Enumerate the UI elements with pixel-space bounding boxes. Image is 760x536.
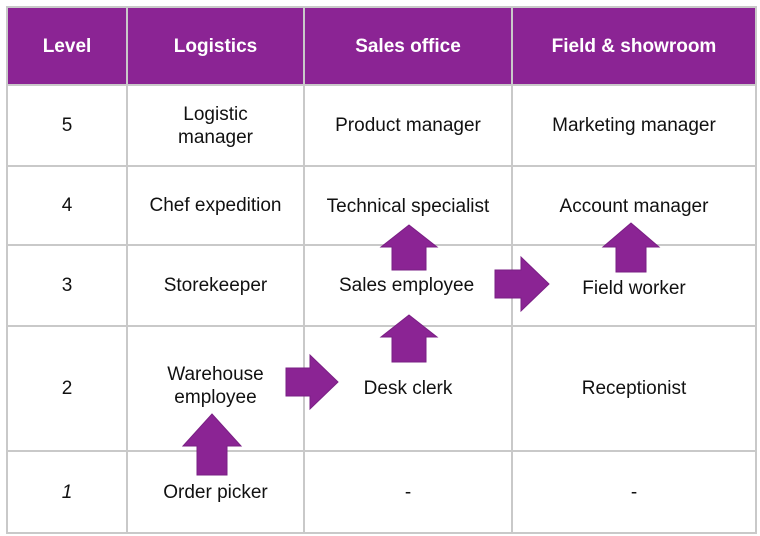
field-showroom-cell: Receptionist xyxy=(511,325,757,452)
table-row: 2 Warehouse employee Desk clerk Receptio… xyxy=(6,325,757,452)
field-showroom-cell: Field worker xyxy=(511,244,757,327)
logistics-cell: Logistic manager xyxy=(126,84,305,167)
header-level: Level xyxy=(6,6,128,86)
field-showroom-cell: Marketing manager xyxy=(511,84,757,167)
logistics-cell: Order picker xyxy=(126,450,305,534)
sales-office-cell: Sales employee xyxy=(303,244,513,327)
level-cell: 1 xyxy=(6,450,128,534)
level-cell: 4 xyxy=(6,165,128,246)
career-table: Level Logistics Sales office Field & sho… xyxy=(6,6,757,534)
level-cell: 3 xyxy=(6,244,128,327)
header-logistics: Logistics xyxy=(126,6,305,86)
level-cell: 5 xyxy=(6,84,128,167)
table-row: 4 Chef expedition Technical specialist A… xyxy=(6,165,757,246)
table-row: 3 Storekeeper Sales employee Field worke… xyxy=(6,244,757,327)
logistics-cell: Chef expedition xyxy=(126,165,305,246)
header-sales-office: Sales office xyxy=(303,6,513,86)
logistics-cell: Storekeeper xyxy=(126,244,305,327)
table-row: 5 Logistic manager Product manager Marke… xyxy=(6,84,757,167)
sales-office-cell: Product manager xyxy=(303,84,513,167)
field-showroom-cell: - xyxy=(511,450,757,534)
header-field-showroom: Field & showroom xyxy=(511,6,757,86)
table-row: 1 Order picker - - xyxy=(6,450,757,534)
logistics-cell: Warehouse employee xyxy=(126,325,305,452)
sales-office-cell: - xyxy=(303,450,513,534)
sales-office-cell: Desk clerk xyxy=(303,325,513,452)
field-showroom-cell: Account manager xyxy=(511,165,757,246)
sales-office-cell: Technical specialist xyxy=(303,165,513,246)
level-cell: 2 xyxy=(6,325,128,452)
header-row: Level Logistics Sales office Field & sho… xyxy=(6,6,757,86)
